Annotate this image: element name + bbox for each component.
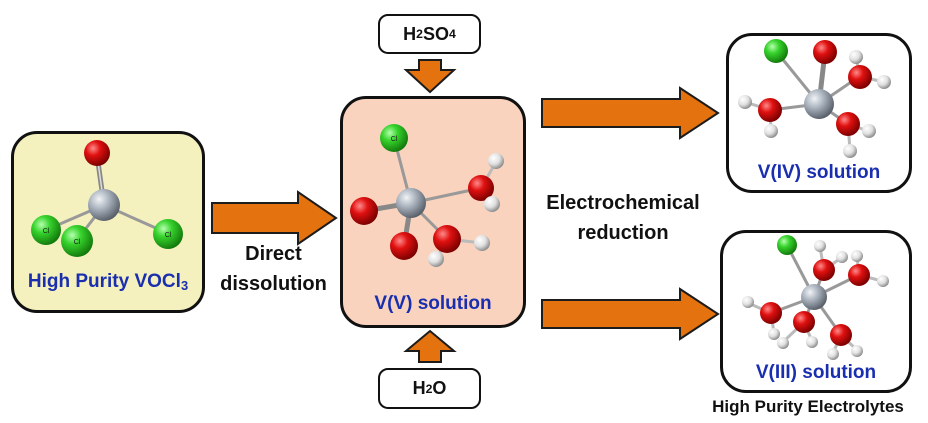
hydrogen-atom: [849, 50, 863, 64]
hydrogen-atom: [777, 337, 789, 349]
v4-molecule: [738, 39, 891, 158]
oxygen-atom: [848, 65, 872, 89]
hydrogen-atom: [806, 336, 818, 348]
atom-label: Cl: [74, 239, 81, 246]
dissolution-caption: Direct dissolution: [206, 239, 341, 299]
chlorine-atom: [380, 124, 408, 152]
oxygen-atom: [830, 324, 852, 346]
hydrogen-atom: [764, 124, 778, 138]
oxygen-atom: [848, 264, 870, 286]
hydrogen-atom: [738, 95, 752, 109]
acid-down-arrow: [403, 59, 457, 94]
v3-solution-label: V(III) solution: [755, 362, 877, 383]
hydrogen-atom: [428, 251, 444, 267]
oxygen-atom: [760, 302, 782, 324]
vocl3-molecule: Cl Cl Cl: [31, 140, 183, 257]
reactant-label: High Purity VOCl3: [11, 271, 205, 293]
vanadium-atom: [804, 89, 834, 119]
chlorine-atom: [61, 225, 93, 257]
dissolution-line-1: Direct: [245, 243, 302, 265]
reduction-arrow-lower: [541, 287, 720, 341]
oxygen-atom: [84, 140, 110, 166]
vv-solution-label: V(V) solution: [374, 293, 492, 314]
hydrogen-atom: [474, 235, 490, 251]
oxygen-atom: [836, 112, 860, 136]
hydrogen-atom: [877, 75, 891, 89]
chlorine-atom: [31, 215, 61, 245]
hydrogen-atom: [768, 328, 780, 340]
vanadium-atom: [88, 189, 120, 221]
hydrogen-atom: [484, 196, 500, 212]
water-o: O: [432, 378, 447, 398]
hydrogen-atom: [827, 348, 839, 360]
oxygen-atom: [350, 197, 378, 225]
oxygen-atom: [758, 98, 782, 122]
hydrogen-atom: [814, 240, 826, 252]
atom-label: Cl: [43, 228, 50, 235]
hydrogen-atom: [862, 124, 876, 138]
hydrogen-atom: [836, 251, 848, 263]
oxygen-atom: [433, 225, 461, 253]
hydrogen-atom: [851, 250, 863, 262]
v3-molecule: [742, 235, 889, 360]
electrolytes-footer: High Purity Electrolytes: [712, 397, 904, 416]
vanadium-atom: [396, 188, 426, 218]
reduction-arrow-upper: [541, 86, 720, 140]
oxygen-atom: [468, 175, 494, 201]
v4-solution-label: V(IV) solution: [757, 162, 881, 183]
v3-solution-box: [720, 230, 912, 393]
reduction-line-1: Electrochemical: [546, 192, 700, 214]
dissolution-line-2: dissolution: [220, 273, 327, 295]
vanadium-atom: [801, 284, 827, 310]
sulfuric-acid-h: H: [403, 23, 417, 44]
hydrogen-atom: [742, 296, 754, 308]
reactant-label-sub: 3: [180, 278, 189, 294]
sulfuric-acid-so: SO: [422, 23, 449, 44]
reactant-label-main: High Purity VOCl: [27, 271, 181, 292]
chlorine-atom: [777, 235, 797, 255]
chlorine-atom: [153, 219, 183, 249]
reduction-line-2: reduction: [577, 222, 669, 244]
atom-label: Cl: [165, 232, 172, 239]
oxygen-atom: [813, 259, 835, 281]
reduction-caption: Electrochemical reduction: [528, 188, 718, 248]
oxygen-atom: [793, 311, 815, 333]
hydrogen-atom: [488, 153, 504, 169]
atom-label: Cl: [391, 136, 398, 143]
dissolution-arrow: [211, 190, 338, 246]
oxygen-atom: [813, 40, 837, 64]
hydrogen-atom: [877, 275, 889, 287]
oxygen-atom: [390, 232, 418, 260]
chlorine-atom: [764, 39, 788, 63]
hydrogen-atom: [843, 144, 857, 158]
hydrogen-atom: [851, 345, 863, 357]
water-h: H: [412, 378, 426, 398]
vv-molecule: Cl: [350, 124, 504, 267]
water-up-arrow: [403, 329, 457, 363]
